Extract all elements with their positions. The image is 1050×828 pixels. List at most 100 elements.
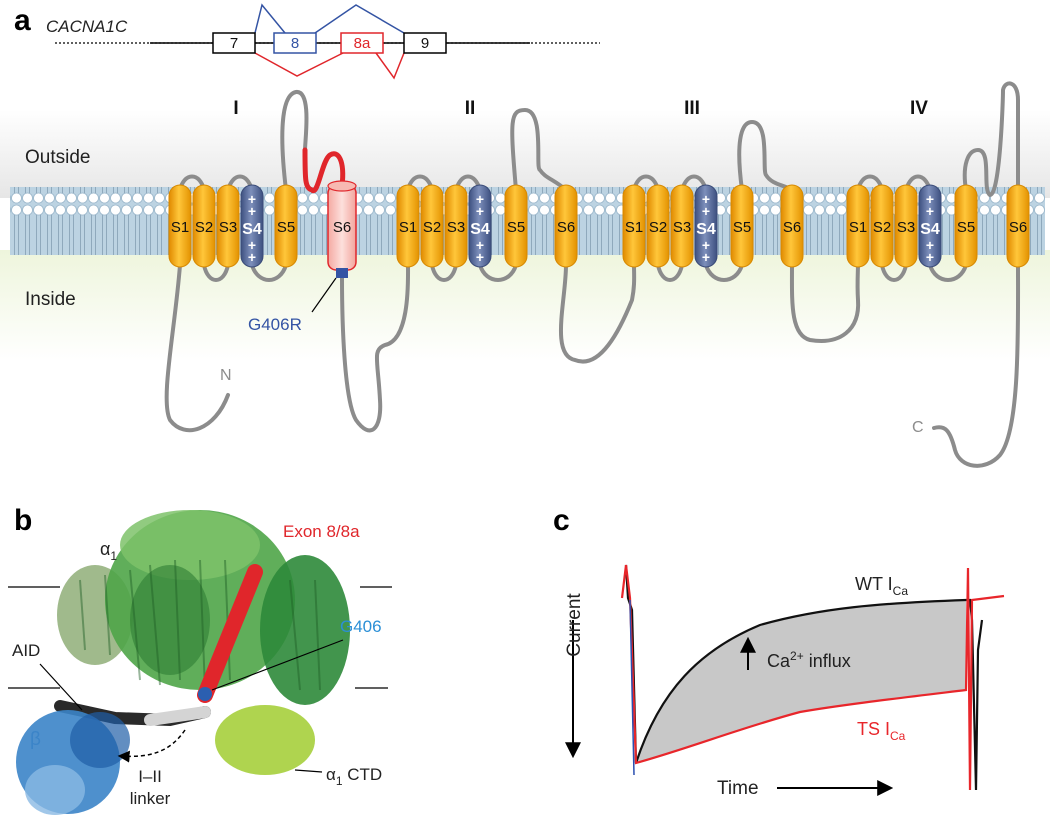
- I-II-linker: [340, 263, 411, 433]
- exon-8a-loop: [302, 147, 346, 193]
- seg-II-S2: S2: [423, 219, 441, 236]
- wt-trace: [624, 564, 984, 791]
- svg-text:+: +: [476, 249, 484, 265]
- domain-IV-label: IV: [910, 98, 928, 119]
- domain-III-label: III: [684, 98, 700, 119]
- g406-site: [198, 687, 212, 701]
- inside-region: [0, 250, 1050, 360]
- influx-area: [636, 600, 966, 763]
- seg-II-S4: S4: [470, 221, 490, 238]
- exon-7-label: 7: [230, 35, 238, 52]
- helix-I-S1: [168, 184, 192, 268]
- influx-label: Ca2+ influx: [767, 649, 851, 671]
- domain-III-helices: S1 S2 S3 S4 + + + + S5 S6: [622, 184, 804, 268]
- linker-arrow: [117, 729, 186, 763]
- svg-text:+: +: [248, 237, 256, 253]
- panel-a: a CACNA1C 7 8 8a 9 Outside Inside: [0, 3, 1050, 468]
- seg-II-S3: S3: [447, 219, 465, 236]
- II-III-linker: [558, 263, 637, 364]
- alpha1-structure: [54, 510, 350, 775]
- exon-8-8a-label: Exon 8/8a: [283, 522, 360, 541]
- svg-text:+: +: [702, 191, 710, 207]
- splice-8-9: [314, 4, 405, 34]
- splice-7-8: [254, 3, 286, 34]
- seg-III-S2: S2: [649, 219, 667, 236]
- helix-I-S5: [274, 184, 298, 268]
- svg-text:+: +: [926, 249, 934, 265]
- g406-leader: [211, 639, 344, 691]
- g406r-leader: [311, 277, 337, 313]
- seg-II-S6: S6: [557, 219, 575, 236]
- seg-IV-S4: S4: [920, 221, 940, 238]
- gene-name: CACNA1C: [46, 17, 128, 36]
- svg-text:+: +: [926, 203, 934, 219]
- gene-structure: CACNA1C 7 8 8a 9: [46, 3, 600, 80]
- g406r-label: G406R: [248, 315, 302, 334]
- seg-IV-S6: S6: [1009, 219, 1027, 236]
- n-terminus-label: N: [220, 367, 232, 384]
- splice-7-8a: [254, 52, 344, 77]
- outside-region: [0, 110, 1050, 198]
- svg-text:+: +: [476, 191, 484, 207]
- domain-IV-helices: S1 S2 S3 S4 + + + + S5 S6: [846, 184, 1030, 268]
- outside-label: Outside: [25, 147, 90, 168]
- seg-IV-S3: S3: [897, 219, 915, 236]
- svg-text:+: +: [248, 191, 256, 207]
- seg-IV-S2: S2: [873, 219, 891, 236]
- domain-I-helices: S1 S2 S3 S4 + + + + S5 S6: [168, 180, 357, 278]
- seg-I-S6: S6: [333, 219, 351, 236]
- beta-label: β: [30, 729, 41, 750]
- seg-III-S5: S5: [733, 219, 751, 236]
- exon-8-label: 8: [291, 35, 299, 52]
- helix-I-S2: [192, 184, 216, 268]
- svg-text:+: +: [702, 237, 710, 253]
- domain-I-label: I: [233, 98, 238, 119]
- ctd-leader: [294, 769, 323, 773]
- exon-8a-label: 8a: [354, 35, 371, 52]
- helix-I-S3: [216, 184, 240, 268]
- svg-text:+: +: [926, 191, 934, 207]
- svg-text:+: +: [248, 203, 256, 219]
- linker-label-line2: linker: [130, 789, 171, 808]
- seg-III-S6: S6: [783, 219, 801, 236]
- aid-leader: [39, 663, 83, 711]
- n-terminal-loop: [164, 263, 230, 433]
- svg-text:+: +: [702, 203, 710, 219]
- domain-II-label: II: [465, 98, 476, 119]
- seg-III-S4: S4: [696, 221, 716, 238]
- alpha1-label: α1: [100, 539, 117, 563]
- seg-IV-S5: S5: [957, 219, 975, 236]
- panel-c: c Current Time WT ICa TS ICa Ca2+ influx: [553, 504, 1005, 799]
- inside-label: Inside: [25, 289, 76, 310]
- panel-letter-a: a: [14, 4, 31, 37]
- seg-III-S1: S1: [625, 219, 643, 236]
- panel-b: b: [8, 504, 392, 815]
- ts-trace: [620, 564, 1005, 791]
- domain-II-helices: S1 S2 S3 S4 + + + + S5 S6: [396, 184, 578, 268]
- svg-text:+: +: [702, 249, 710, 265]
- helix-I-S4: [240, 184, 264, 268]
- exon-7-box: [212, 32, 256, 54]
- III-IV-linker: [789, 263, 861, 343]
- seg-I-S1: S1: [171, 219, 189, 236]
- exon-9-label: 9: [421, 35, 429, 52]
- c-terminal-loop: [932, 263, 1021, 468]
- seg-II-S1: S1: [399, 219, 417, 236]
- g406-mutation-marker: [336, 268, 348, 278]
- current-axis-label: Current: [564, 593, 585, 657]
- splice-8a-9: [375, 52, 405, 80]
- svg-text:+: +: [476, 203, 484, 219]
- aid-label: AID: [12, 641, 40, 660]
- seg-I-S5: S5: [277, 219, 295, 236]
- seg-II-S5: S5: [507, 219, 525, 236]
- beta-subunit-structure: [16, 710, 130, 815]
- g406-label: G406: [340, 617, 382, 636]
- exon-9-box: [403, 32, 447, 54]
- c-terminus-label: C: [912, 419, 924, 436]
- ctd-label: α1 CTD: [326, 765, 382, 788]
- svg-text:+: +: [248, 249, 256, 265]
- seg-III-S3: S3: [673, 219, 691, 236]
- wt-label: WT ICa: [855, 574, 908, 598]
- time-axis-label: Time: [717, 778, 759, 799]
